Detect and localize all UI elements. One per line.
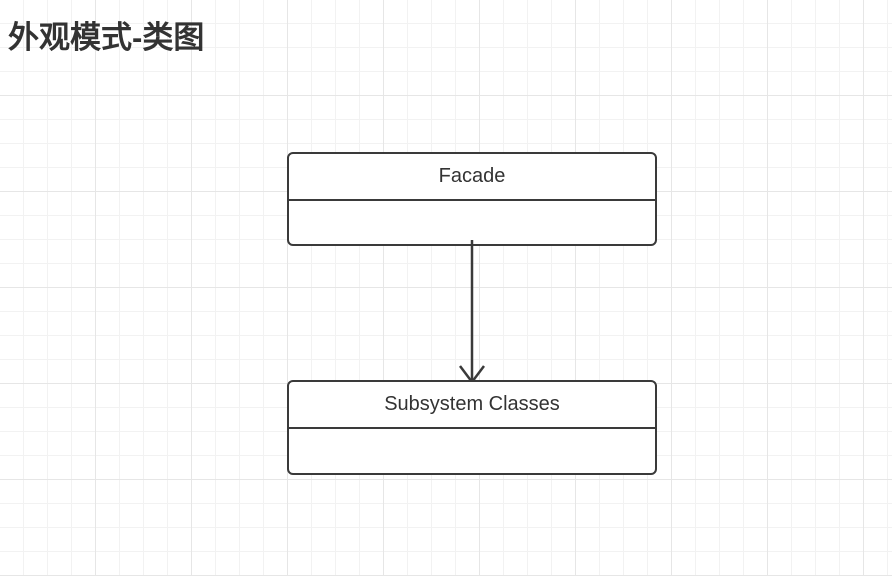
page-title: 外观模式-类图 — [8, 20, 205, 55]
uml-class-facade-members — [289, 201, 655, 243]
uml-class-subsystem-classes-members — [289, 429, 655, 471]
uml-class-subsystem-classes[interactable]: Subsystem Classes — [287, 380, 657, 475]
uml-class-subsystem-classes-name: Subsystem Classes — [289, 382, 655, 429]
edge-facade-to-subsystem[interactable] — [440, 240, 510, 385]
uml-class-facade-name: Facade — [289, 154, 655, 201]
uml-class-facade[interactable]: Facade — [287, 152, 657, 246]
